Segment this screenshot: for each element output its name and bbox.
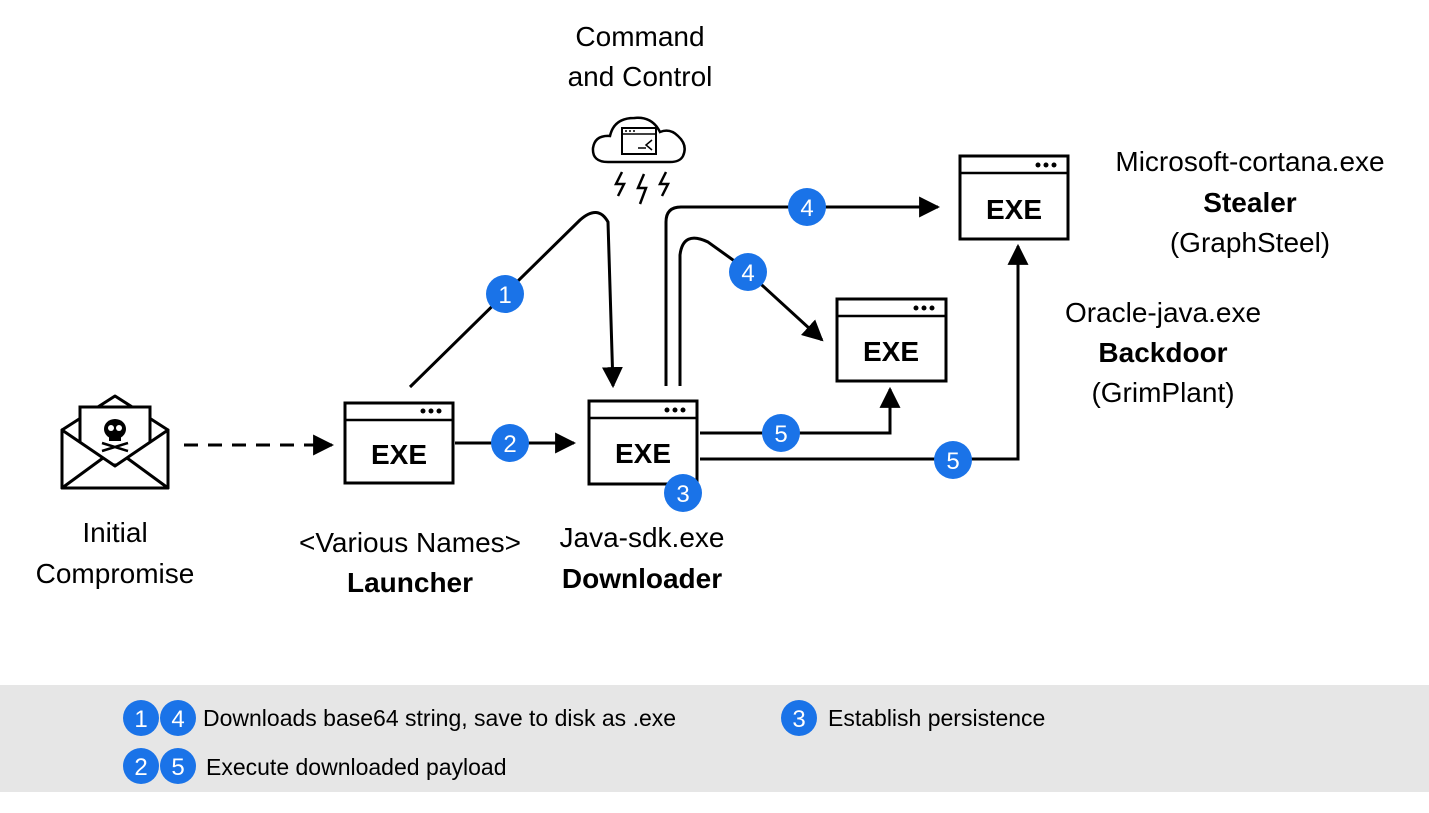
initial-label-line2: Compromise [36,558,195,589]
svg-text:3: 3 [676,481,689,508]
c2-label-line1: Command [575,21,704,52]
stealer-exe-window: EXE [958,154,1070,241]
svg-text:3: 3 [792,706,805,733]
svg-text:5: 5 [774,421,787,448]
window-dots-icon [1035,162,1057,168]
legend-badge: 3 [781,700,817,736]
arrow-4-to-stealer [664,196,941,386]
step-badge-1: 1 [486,275,524,313]
arrow-4-to-backdoor [678,236,824,386]
arrow-5-to-stealer [700,243,1029,461]
step-badge-5-stealer: 5 [934,441,972,479]
backdoor-family: (GrimPlant) [1091,377,1234,408]
legend-row-execute: 2 5 Execute downloaded payload [123,748,507,784]
legend-badge: 2 [123,748,159,784]
svg-text:4: 4 [800,195,813,222]
launcher-name: <Various Names> [299,527,521,558]
window-dots-icon [664,407,686,413]
svg-text:5: 5 [171,754,184,781]
downloader-exe-window: EXE [587,399,699,486]
launcher-role: Launcher [347,567,473,598]
step-badge-2: 2 [491,424,529,462]
exe-label: EXE [986,194,1042,225]
exe-label: EXE [371,439,427,470]
cloud-terminal-icon [591,116,686,164]
legend-text-execute: Execute downloaded payload [206,754,507,780]
stealer-family: (GraphSteel) [1170,227,1330,258]
legend-badge: 5 [160,748,196,784]
stealer-role: Stealer [1203,187,1296,218]
window-dots-icon [420,408,442,414]
backdoor-role: Backdoor [1098,337,1227,368]
legend-row-download: 1 4 Downloads base64 string, save to dis… [123,700,676,736]
legend-row-persistence: 3 Establish persistence [781,700,1045,736]
backdoor-exe-window: EXE [835,297,948,383]
svg-text:1: 1 [134,706,147,733]
malicious-email-icon [60,394,170,490]
lightning-icon [613,171,671,205]
c2-label-line2: and Control [568,61,713,92]
svg-text:4: 4 [171,706,184,733]
arrow-1-download [408,211,623,389]
svg-text:2: 2 [134,754,147,781]
legend-badge: 1 [123,700,159,736]
svg-text:1: 1 [498,282,511,309]
initial-label-line1: Initial [82,517,147,548]
downloader-role: Downloader [562,563,722,594]
svg-text:5: 5 [946,448,959,475]
legend-text-download: Downloads base64 string, save to disk as… [203,705,676,731]
step-badge-3: 3 [664,474,702,512]
legend-badge: 4 [160,700,196,736]
svg-text:4: 4 [741,260,754,287]
exe-label: EXE [615,438,671,469]
legend-text-persistence: Establish persistence [828,705,1045,731]
step-badge-4-stealer: 4 [788,188,826,226]
step-badge-5-backdoor: 5 [762,414,800,452]
launcher-exe-window: EXE [343,401,455,485]
legend-panel [0,685,1429,792]
svg-text:2: 2 [503,431,516,458]
downloader-name: Java-sdk.exe [560,522,725,553]
step-badge-4-backdoor: 4 [729,253,767,291]
window-dots-icon [913,305,935,311]
backdoor-name: Oracle-java.exe [1065,297,1261,328]
stealer-name: Microsoft-cortana.exe [1115,146,1384,177]
exe-label: EXE [863,336,919,367]
